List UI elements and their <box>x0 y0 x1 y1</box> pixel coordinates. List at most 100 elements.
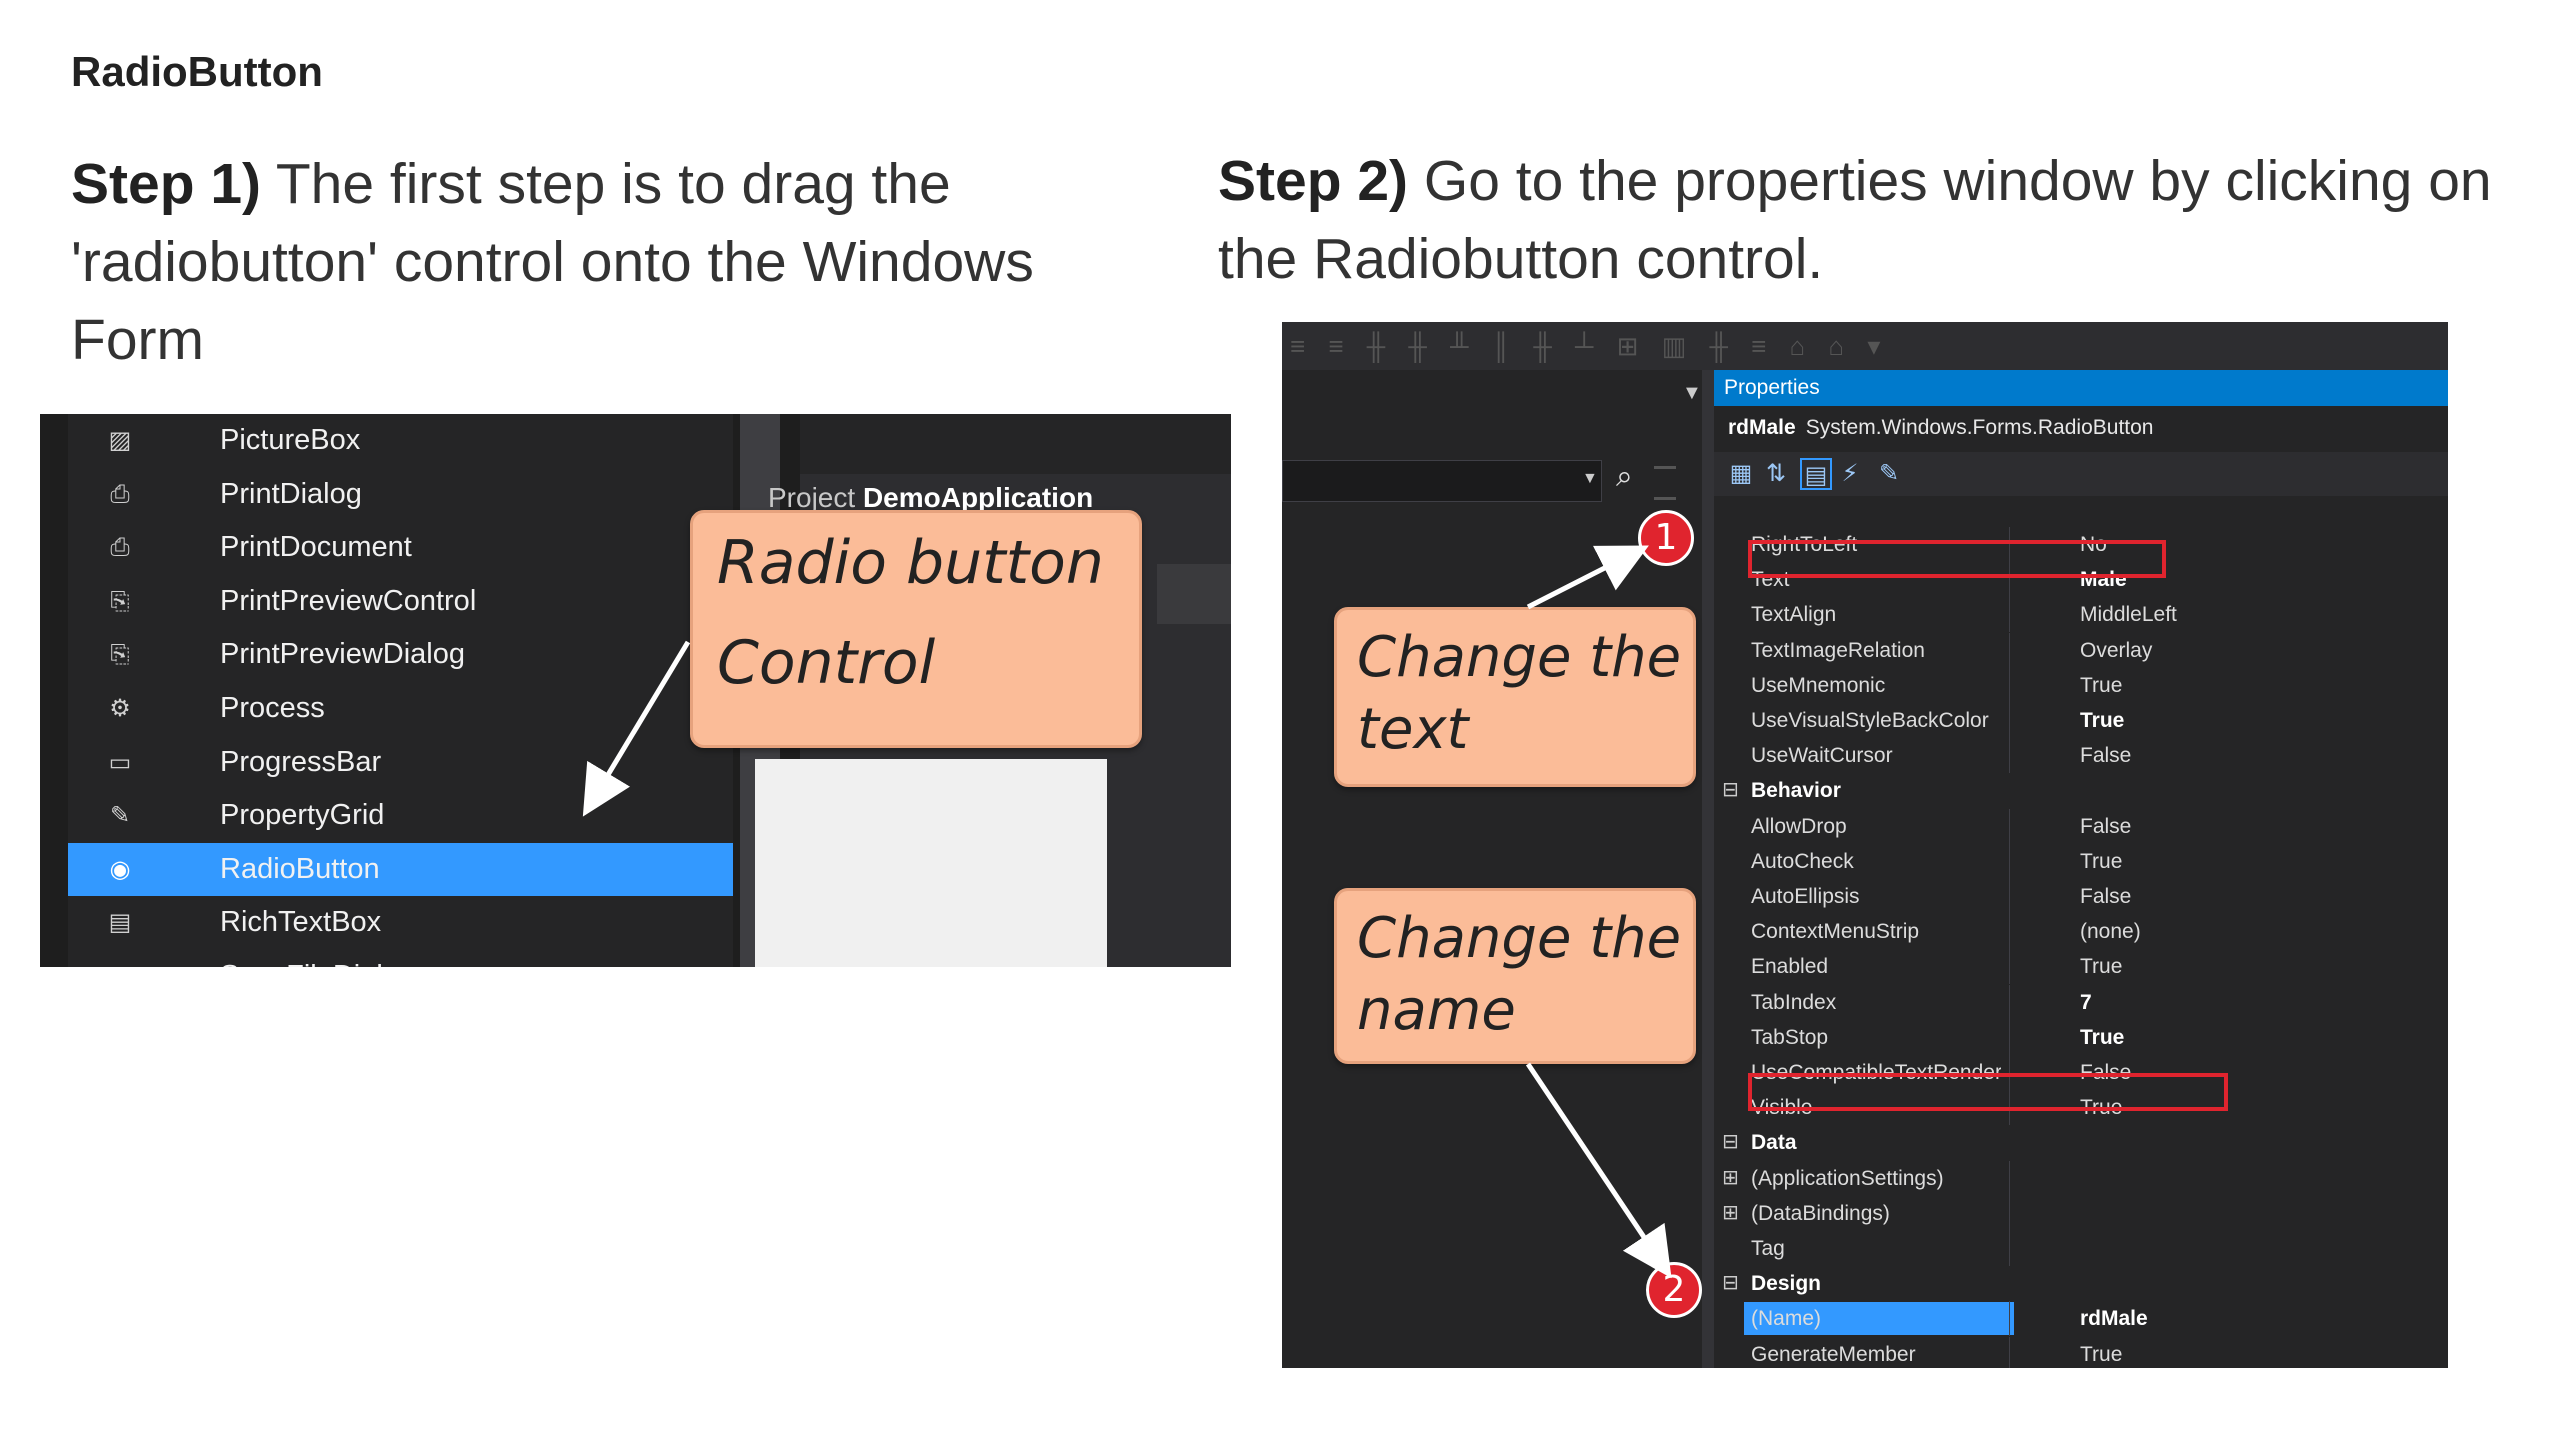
property-row[interactable]: AllowDrop False <box>1714 808 2448 844</box>
property-value[interactable]: Male <box>2080 568 2127 592</box>
save-icon: ▬ <box>106 963 134 967</box>
property-name: UseVisualStyleBackColor <box>1751 709 1989 732</box>
object-name: rdMale <box>1728 416 1796 439</box>
property-row[interactable]: ⊞ (DataBindings) <box>1714 1195 2448 1231</box>
toolbox-item[interactable]: ▭ProgressBar <box>68 736 733 789</box>
property-row[interactable]: UseVisualStyleBackColor True <box>1714 703 2448 738</box>
property-value[interactable]: Overlay <box>2080 638 2153 662</box>
property-row[interactable]: Text Male <box>1714 562 2448 598</box>
property-name: AllowDrop <box>1751 814 1847 838</box>
search-combo[interactable] <box>1282 460 1602 502</box>
property-name: UseMnemonic <box>1751 673 1886 697</box>
property-value[interactable]: False <box>2080 744 2132 768</box>
property-value[interactable]: False <box>2080 814 2132 838</box>
categorized-icon[interactable]: ▦ <box>1729 460 1753 487</box>
property-category[interactable]: ⊟Behavior <box>1714 773 2448 808</box>
property-value[interactable]: MiddleLeft <box>2080 603 2177 627</box>
property-name: AutoEllipsis <box>1751 885 1860 908</box>
callout-radio-button-control: Radio button Control <box>690 510 1142 748</box>
property-name: (ApplicationSettings) <box>1751 1166 1944 1190</box>
property-row[interactable]: (Name)rdMale <box>1714 1301 2448 1337</box>
property-value[interactable]: True <box>2080 1342 2123 1366</box>
property-value[interactable]: 7 <box>2080 990 2092 1014</box>
pane-splitter[interactable] <box>1702 370 1714 1368</box>
collapse-icon[interactable]: ⊟ <box>1722 779 1739 802</box>
property-name: ContextMenuStrip <box>1751 920 1920 944</box>
events-icon[interactable]: ⚡ <box>1841 460 1859 487</box>
toolbox-item[interactable]: ⎘PrintPreviewDialog <box>68 628 733 681</box>
property-category[interactable]: ⊟Data <box>1714 1125 2448 1160</box>
property-name: UseCompatibleTextRendering <box>1751 1061 2001 1084</box>
radio-icon: ◉ <box>109 855 131 883</box>
windows-form-surface[interactable] <box>745 759 1107 967</box>
property-value[interactable]: (none) <box>2080 920 2141 944</box>
toolbox-item[interactable]: ✎PropertyGrid <box>68 789 733 842</box>
property-row[interactable]: Tag <box>1714 1231 2448 1266</box>
toolbox-item[interactable]: ⎘PrintPreviewControl <box>68 575 733 628</box>
sort-alpha-icon[interactable]: ⇅ <box>1765 460 1787 487</box>
step2-body: Go to the properties window by clicking … <box>1218 149 2492 291</box>
toolbox-panel: ▨PictureBox⎙PrintDialog⎙PrintDocument⎘Pr… <box>68 414 733 967</box>
properties-icon[interactable]: ▤ <box>1800 458 1832 490</box>
chevron-down-icon[interactable]: ▼ <box>1582 470 1598 487</box>
toolbox-item[interactable]: ▬ SaveFileDialog <box>68 950 733 967</box>
property-row[interactable]: ⊞ (ApplicationSettings) <box>1714 1160 2448 1196</box>
step1-label: Step 1) <box>71 152 262 216</box>
chevron-down-icon[interactable]: ▼ <box>1682 382 1702 404</box>
designer-header <box>800 414 1231 474</box>
property-value[interactable]: True <box>2080 673 2123 697</box>
property-row[interactable]: ContextMenuStrip (none) <box>1714 914 2448 950</box>
toolbox-item-label: RichTextBox <box>220 906 382 939</box>
name-property-highlight <box>1748 1073 2228 1111</box>
property-name: Text <box>1751 568 1790 592</box>
property-name: TextImageRelation <box>1751 638 1925 662</box>
property-value[interactable]: True <box>2080 955 2123 979</box>
expand-icon[interactable]: ⊞ <box>1722 1166 1739 1189</box>
toolbox-item[interactable]: ▤ RichTextBox <box>68 896 733 949</box>
toolbox-item[interactable]: ◉RadioButton <box>68 842 733 896</box>
toolbox-item[interactable]: ▨ PictureBox <box>68 414 733 467</box>
property-category[interactable]: ⊟Design <box>1714 1266 2448 1301</box>
property-row[interactable]: AutoEllipsis False <box>1714 879 2448 914</box>
toolbox-item-label: PrintDialog <box>220 477 362 510</box>
property-value[interactable]: True <box>2080 849 2123 873</box>
property-row[interactable]: UseMnemonic True <box>1714 667 2448 703</box>
property-pages-icon[interactable]: ✎ <box>1878 460 1900 487</box>
property-name: (DataBindings) <box>1751 1201 1890 1225</box>
designer-side-panel <box>1157 564 1231 624</box>
project-name: DemoApplication <box>862 482 1094 513</box>
callout-change-name: Change the name <box>1334 888 1696 1064</box>
toolbox-item[interactable]: ⎙PrintDialog <box>68 468 733 521</box>
property-row[interactable]: UseCompatibleTextRendering False <box>1714 1055 2448 1090</box>
property-value[interactable]: False <box>2080 1061 2132 1084</box>
properties-title: Properties <box>1714 370 2448 406</box>
toolbox-item[interactable]: ⎙PrintDocument <box>68 521 733 574</box>
property-value[interactable]: True <box>2080 709 2125 732</box>
expand-icon[interactable]: ⊞ <box>1722 1201 1739 1224</box>
property-value[interactable]: No <box>2080 533 2107 556</box>
column-divider <box>2009 914 2010 950</box>
property-value[interactable]: False <box>2080 885 2132 908</box>
property-value[interactable]: rdMale <box>2080 1307 2148 1331</box>
toolbox-item[interactable]: ⚙Process <box>68 682 733 735</box>
toolbox-item-label: SaveFileDialog <box>220 950 415 967</box>
property-row[interactable]: TextImageRelation Overlay <box>1714 632 2448 668</box>
search-icon[interactable]: ⌕ <box>1616 460 1633 493</box>
collapse-icon[interactable]: ⊟ <box>1722 1272 1739 1295</box>
toolbox-item-label: PictureBox <box>220 424 361 456</box>
picture-icon: ▨ <box>108 427 132 454</box>
collapse-icon[interactable]: ⊟ <box>1722 1131 1739 1154</box>
property-value[interactable]: True <box>2080 1025 2125 1049</box>
richtext-icon: ▤ <box>108 909 132 937</box>
column-divider <box>2009 527 2010 562</box>
